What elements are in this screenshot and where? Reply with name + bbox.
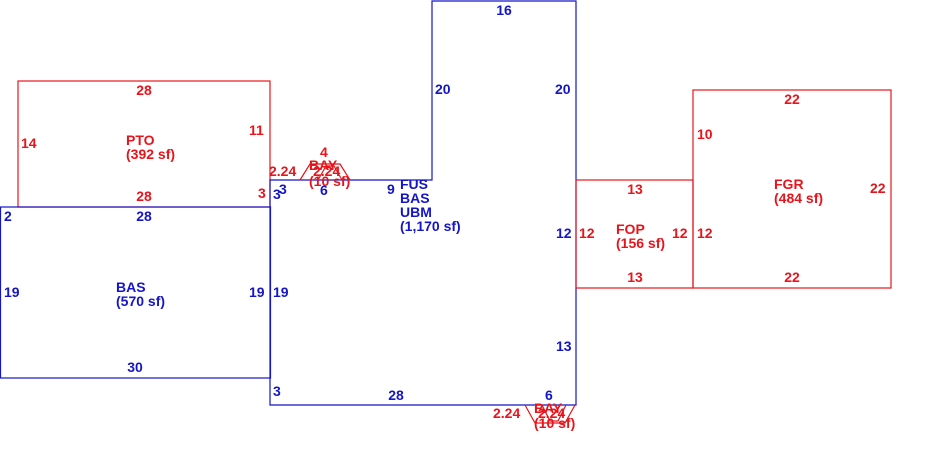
bay-bottom-dim-b: 2.24 (538, 405, 565, 421)
main-dim-left-upper: 20 (435, 81, 451, 97)
main-dim-step-a: 3 (279, 181, 287, 197)
main-dim-right-mid: 12 (556, 225, 572, 241)
main-dim-right-lower: 13 (556, 338, 572, 354)
fop-dim-bottom: 13 (627, 269, 643, 285)
bay-top-dim-b: 4 (320, 144, 328, 160)
bay-bottom-dim-a: 2.24 (493, 405, 520, 421)
main-dim-right-upper: 20 (555, 81, 571, 97)
main-dim-bottom: 28 (388, 387, 404, 403)
pto-area: (392 sf) (126, 146, 175, 162)
bay-window-bottom-shape-inner (541, 404, 567, 422)
pto-dim-top: 28 (136, 82, 152, 98)
fgr-dim-top: 22 (784, 91, 800, 107)
bay-top-code: BAY (309, 157, 338, 173)
bas-dim-left: 19 (4, 284, 20, 300)
fgr-polygon (692, 89, 892, 289)
pto-dim-corner: 3 (258, 185, 266, 201)
pto-dim-bottom: 28 (136, 188, 152, 204)
main-code-3: UBM (400, 204, 432, 220)
fgr-dim-left-b: 12 (697, 225, 713, 241)
fop-area: (156 sf) (616, 235, 665, 251)
pto-code: PTO (126, 132, 155, 148)
main-area-polygon (269, 0, 577, 406)
bas-dim-right-outer: 19 (273, 284, 289, 300)
fop-dim-right: 12 (672, 225, 688, 241)
bas-dim-top: 28 (136, 208, 152, 224)
bay-window-bottom-shape (524, 404, 576, 424)
bay-top-dim-a: 2.24 (269, 163, 296, 179)
main-area: (1,170 sf) (400, 218, 461, 234)
bas-dim-bottom: 30 (127, 359, 143, 375)
bay-bottom-area: (10 sf) (534, 415, 575, 431)
bas-dim-corner: 2 (4, 208, 12, 224)
main-dim-step-d: 9 (387, 181, 395, 197)
fgr-dim-bottom: 22 (784, 269, 800, 285)
main-code-1: FUS (400, 176, 428, 192)
main-dim-step-c: 6 (320, 182, 328, 198)
pto-dim-left: 14 (21, 135, 37, 151)
main-dim-step-b: 3 (273, 186, 281, 202)
fgr-dim-left: 10 (697, 126, 713, 142)
bas-area: (570 sf) (116, 293, 165, 309)
main-dim-bottom-left: 3 (273, 383, 281, 399)
fgr-area: (484 sf) (774, 190, 823, 206)
main-dim-bottom-right: 6 (545, 387, 553, 403)
main-code-2: BAS (400, 190, 430, 206)
bay-top-dim-c: 2.24 (313, 163, 340, 179)
bay-window-top-shape (299, 163, 351, 181)
fgr-code: FGR (774, 176, 804, 192)
bas-dim-right: 19 (249, 284, 265, 300)
pto-dim-right: 11 (249, 122, 264, 138)
fgr-dim-right: 22 (870, 180, 886, 196)
main-dim-top: 16 (496, 2, 512, 18)
bay-top-area: (10 sf) (309, 173, 350, 189)
fop-code: FOP (616, 221, 645, 237)
bay-bottom-code: BAY (534, 400, 563, 416)
bas-code: BAS (116, 279, 146, 295)
bay-window-top-shape-inner (317, 165, 343, 181)
fop-dim-left: 12 (579, 225, 595, 241)
fop-dim-top: 13 (627, 181, 643, 197)
